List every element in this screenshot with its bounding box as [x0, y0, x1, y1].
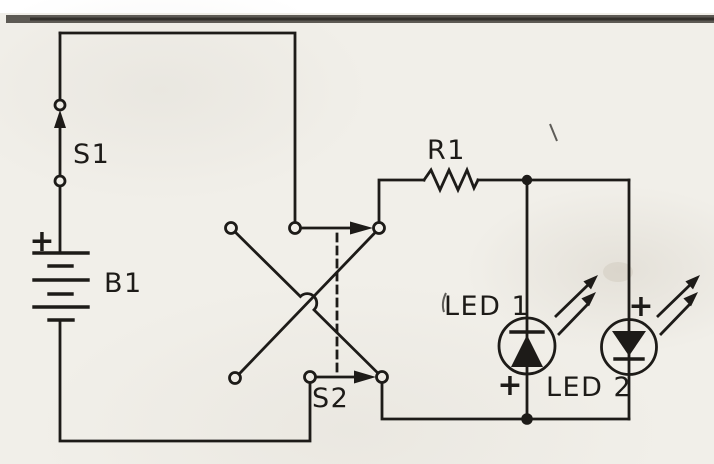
s2-terminal-top-middle [288, 221, 302, 235]
led1-light-arrowhead-1-icon [583, 275, 598, 290]
s2-terminal-top-right [372, 221, 386, 235]
r1-label: R1 [427, 135, 466, 166]
s2-wiper-bottom-arrowhead-icon [354, 370, 376, 384]
led2-light-arrow-2 [659, 303, 691, 336]
wires [58, 31, 631, 443]
led2-label: LED 2 [546, 372, 632, 403]
s2-terminal-top-left [224, 221, 238, 235]
led2-light-arrowhead-1-icon [685, 275, 700, 290]
r1-zigzag [422, 166, 480, 194]
wire-bottom-rail [58, 320, 312, 443]
s1-terminal-bottom [53, 174, 67, 188]
switch-s1-symbol: S1 [53, 98, 110, 188]
led1-plus-mark: + [497, 368, 522, 403]
wire-led-bottom-rail [380, 381, 631, 421]
s2-cross-wire [237, 230, 377, 376]
wire-s2-to-resistor [377, 178, 426, 224]
led1-symbol: + LED 1 [444, 275, 598, 403]
s2-terminal-bottom-middle [303, 370, 317, 384]
scan-speck [441, 292, 447, 313]
led2-circle [600, 318, 658, 376]
scan-smudge [603, 262, 633, 282]
led1-light-arrow-1 [554, 282, 591, 318]
s2-wiper-top-arrowhead-icon [350, 221, 373, 235]
scan-artifacts [6, 15, 714, 313]
led1-label: LED 1 [444, 291, 530, 322]
led1-circle [497, 316, 557, 376]
led2-plus-mark: + [628, 289, 653, 324]
led2-symbol: + LED 2 [546, 275, 700, 403]
junction-dot-bottom [521, 413, 533, 425]
s1-terminal-top [53, 98, 67, 112]
s2-terminal-bottom-right [375, 370, 389, 384]
b1-plus-mark: + [29, 224, 54, 259]
s2-label: S2 [312, 383, 349, 414]
s2-terminal-bottom-left [228, 371, 242, 385]
wire-top-rail [58, 31, 297, 224]
s1-label: S1 [73, 139, 110, 170]
led2-triangle-icon [612, 331, 646, 356]
led2-light-arrow-1 [656, 282, 693, 318]
led1-triangle-icon [511, 335, 543, 367]
b1-label: B1 [104, 268, 143, 299]
resistor-r1-symbol: R1 [422, 135, 480, 194]
switch-s2-symbol: S2 [224, 221, 389, 414]
s1-arrowhead-icon [54, 110, 66, 128]
battery-b1-symbol: + B1 [29, 224, 143, 322]
scan-speck [549, 123, 558, 142]
led1-light-arrowhead-2-icon [581, 292, 596, 307]
junction-dot-top [521, 174, 533, 186]
led2-light-arrowhead-2-icon [683, 292, 698, 307]
led1-light-arrow-2 [557, 303, 589, 336]
